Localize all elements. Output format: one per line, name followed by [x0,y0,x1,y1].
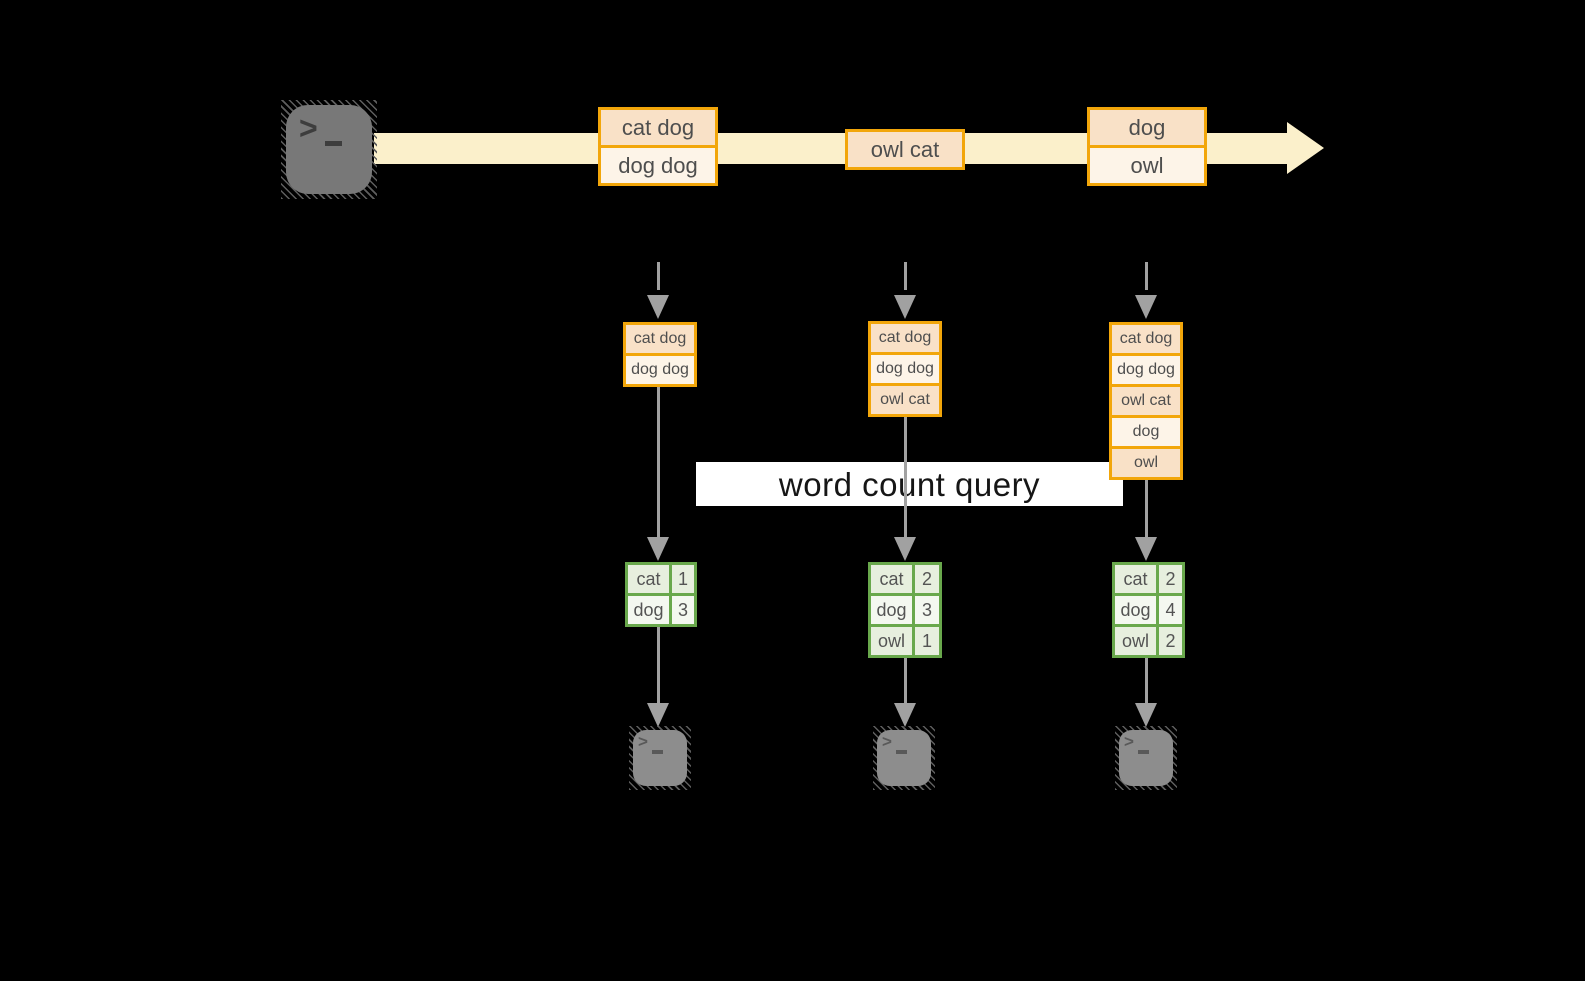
word-cell: dog [1120,600,1151,620]
terminal-tile [1119,730,1173,786]
output-arrow [657,627,660,705]
dashed-arrow [904,262,907,290]
dashed-arrowhead-icon [647,295,669,319]
dashed-arrow [657,262,660,290]
stream-message-group: owl cat [845,129,965,170]
buffer-stack: cat dog dog dog [623,322,697,387]
table-row: dog 3 [628,593,694,624]
count-cell: 1 [669,565,694,593]
buffer-item: cat dog [626,325,694,353]
prompt-chevron-icon: > [1124,732,1134,751]
table-row: owl 2 [1115,624,1182,655]
stream-message: dog [1090,110,1204,145]
sink-terminal-icon: > [629,726,691,790]
sink-terminal-icon: > [1115,726,1177,790]
sink-terminal-icon: > [873,726,935,790]
terminal-tile [633,730,687,786]
buffer-stack: cat dog dog dog owl cat dog owl [1109,322,1183,480]
table-row: dog 4 [1115,593,1182,624]
count-cell: 2 [1156,627,1182,655]
output-arrowhead-icon [1135,703,1157,727]
stream-message: cat dog [601,110,715,145]
table-row: cat 1 [628,565,694,593]
prompt-underscore-icon [1138,750,1149,754]
prompt-underscore-icon [325,141,342,146]
word-cell: cat [636,569,661,589]
prompt-underscore-icon [896,750,907,754]
dashed-arrowhead-icon [1135,295,1157,319]
table-row: owl 1 [871,624,939,655]
output-arrowhead-icon [647,703,669,727]
buffer-item: dog [1112,415,1180,446]
source-terminal-icon: > [281,100,377,199]
buffer-item: cat dog [871,324,939,352]
buffer-item: owl cat [871,383,939,414]
prompt-chevron-icon: > [638,732,648,751]
query-arrowhead-icon [1135,537,1157,561]
buffer-stack: cat dog dog dog owl cat [868,321,942,417]
query-arrow [904,417,907,537]
count-table: cat 2 dog 4 owl 2 [1112,562,1185,658]
prompt-underscore-icon [652,750,663,754]
stream-message: dog dog [601,145,715,183]
word-cell: cat [879,569,904,589]
query-arrowhead-icon [647,537,669,561]
word-cell: owl [1121,631,1149,651]
buffer-item: cat dog [1112,325,1180,353]
dashed-arrowhead-icon [894,295,916,319]
count-cell: 3 [669,596,694,624]
buffer-item: owl [1112,446,1180,477]
dashed-arrow [1145,262,1148,290]
table-row: dog 3 [871,593,939,624]
query-arrowhead-icon [894,537,916,561]
query-arrow [1145,480,1148,537]
word-cell: dog [876,600,907,620]
query-banner: word count query [696,462,1123,506]
count-cell: 1 [912,627,939,655]
output-arrow [904,658,907,705]
buffer-item: dog dog [871,352,939,383]
stream-message-group: cat dog dog dog [598,107,718,186]
prompt-chevron-icon: > [882,732,892,751]
buffer-item: owl cat [1112,384,1180,415]
count-cell: 2 [912,565,939,593]
count-cell: 2 [1156,565,1182,593]
table-row: cat 2 [1115,565,1182,593]
prompt-chevron-icon: > [299,110,318,146]
output-arrow [1145,658,1148,705]
output-arrowhead-icon [894,703,916,727]
terminal-tile [877,730,931,786]
buffer-item: dog dog [626,353,694,384]
stream-arrowhead-icon [1287,122,1324,174]
query-arrow [657,387,660,537]
buffer-item: dog dog [1112,353,1180,384]
terminal-tile [286,105,372,194]
stream-message: owl [1090,145,1204,183]
table-row: cat 2 [871,565,939,593]
count-table: cat 1 dog 3 [625,562,697,627]
count-cell: 4 [1156,596,1182,624]
stream-message: owl cat [848,132,962,167]
count-table: cat 2 dog 3 owl 1 [868,562,942,658]
count-cell: 3 [912,596,939,624]
word-cell: dog [633,600,664,620]
word-cell: owl [877,631,905,651]
word-cell: cat [1123,569,1148,589]
stream-message-group: dog owl [1087,107,1207,186]
